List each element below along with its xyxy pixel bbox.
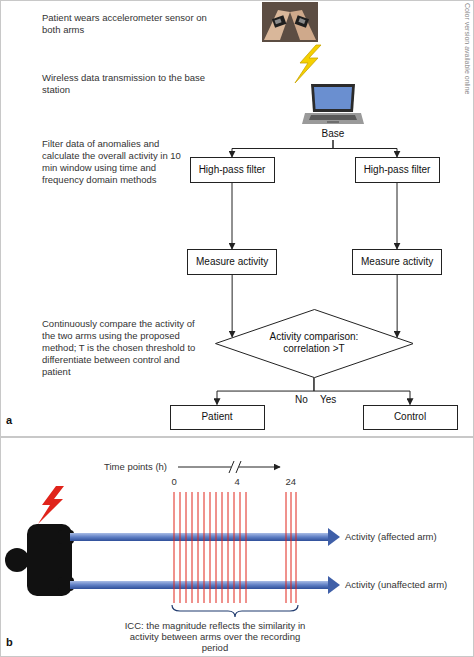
- edge-label: Yes: [318, 394, 338, 405]
- node-text: Measure activity: [196, 256, 268, 268]
- flow-arrow: [232, 275, 233, 337]
- flow-arrow: [217, 378, 314, 405]
- process-box: High-pass filter: [190, 157, 275, 183]
- panel-letter: b: [6, 636, 13, 648]
- patient-figure: [5, 524, 74, 596]
- node-text: Control: [394, 411, 426, 423]
- step-note: Continuously compare the activity of the…: [42, 318, 207, 378]
- axis-break: [229, 461, 234, 473]
- process-box: Measure activity: [187, 249, 277, 275]
- tick-label: 24: [286, 476, 297, 488]
- flow-arrow: [397, 183, 398, 249]
- watermark: Color version available online: [463, 3, 472, 94]
- axis-break: [236, 461, 241, 473]
- tick-label: 0: [172, 476, 177, 488]
- flow-arrow: [232, 140, 333, 157]
- node-text: Patient: [201, 411, 232, 423]
- flow-arrow: [333, 140, 397, 157]
- bracket: [172, 605, 298, 617]
- flow-arrow: [397, 275, 398, 337]
- activity-arrow: [70, 581, 328, 589]
- caption-note: ICC: the magnitude reflects the similari…: [123, 620, 308, 653]
- node-text: High-pass filter: [199, 164, 266, 176]
- stroke-bolt: [38, 486, 64, 524]
- process-box: Measure activity: [352, 249, 442, 275]
- axis-title: Time points (h): [104, 461, 167, 473]
- time-axis: [178, 467, 280, 468]
- node-text: High-pass filter: [364, 164, 431, 176]
- time-point-lines: [174, 492, 296, 603]
- step-note: Filter data of anomalies and calculate t…: [42, 138, 182, 186]
- activity-arrow: [328, 576, 340, 594]
- step-note: Patient wears accelerometer sensor on bo…: [42, 12, 220, 36]
- axis-break: [231, 461, 239, 473]
- panel-frame: [1, 438, 474, 657]
- arms-photo: [262, 2, 318, 42]
- outcome-box: Patient: [170, 405, 265, 430]
- base-station: Base: [301, 82, 365, 140]
- decision-diamond: Activity comparison: correlation >T: [215, 309, 414, 378]
- wireless-bolt: [295, 45, 321, 83]
- step-note: Wireless data transmission to the base s…: [42, 72, 217, 96]
- process-box: High-pass filter: [355, 157, 440, 183]
- flow-arrow: [314, 378, 410, 405]
- panel-letter: a: [6, 414, 12, 426]
- node-text: Activity comparison: correlation >T: [264, 331, 364, 355]
- flow-arrow: [232, 183, 233, 249]
- series-label: Activity (affected arm): [345, 531, 437, 543]
- panel-frame: [1, 1, 474, 437]
- activity-arrow: [70, 533, 328, 541]
- outcome-box: Control: [363, 405, 458, 430]
- series-label: Activity (unaffected arm): [345, 579, 447, 591]
- activity-arrow: [328, 528, 340, 546]
- node-text: Measure activity: [361, 256, 433, 268]
- tick-label: 4: [235, 476, 240, 488]
- laptop-icon: [301, 82, 365, 126]
- node-text: Base: [322, 128, 345, 140]
- edge-label: No: [293, 394, 310, 405]
